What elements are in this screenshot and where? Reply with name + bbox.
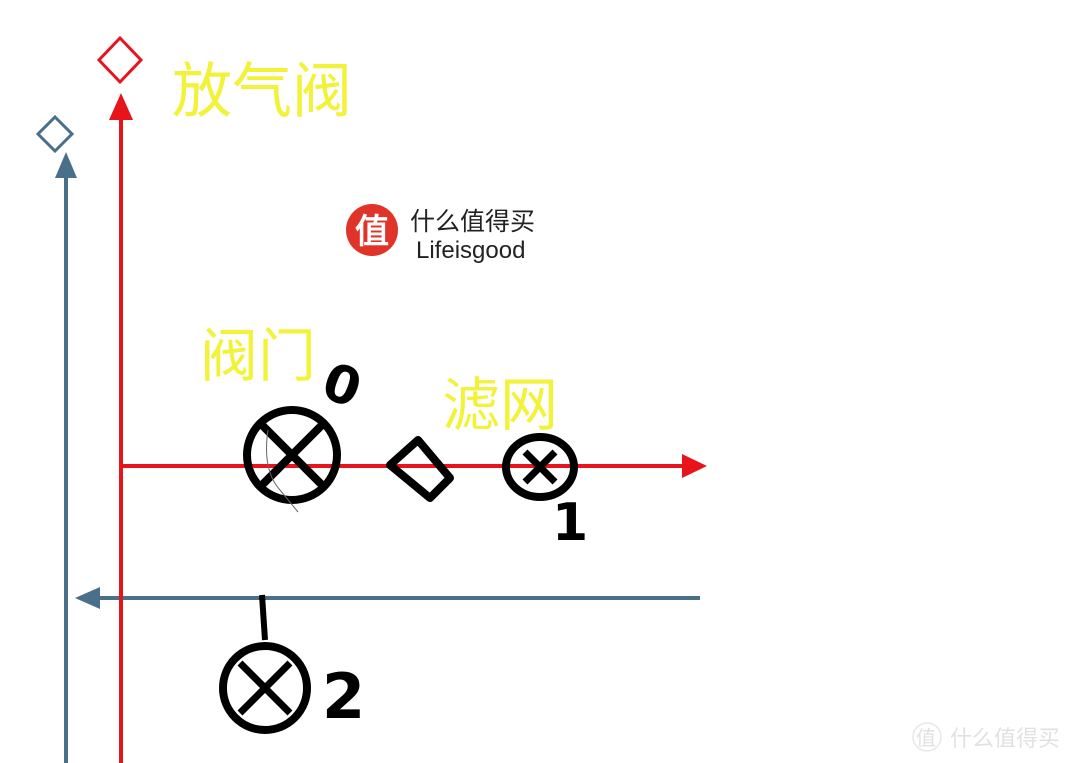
vent-valve-label: 放气阀 — [172, 57, 352, 127]
blue-diamond-icon — [35, 114, 75, 154]
red-right-arrow-icon — [682, 454, 707, 478]
valve-2-symbol[interactable] — [219, 594, 311, 734]
logo-slogan: Lifeisgood — [416, 237, 525, 264]
logo-name: 什么值得买 — [410, 207, 535, 236]
blue-up-arrow-icon — [55, 152, 77, 178]
red-diamond-icon — [96, 35, 144, 85]
red-up-arrow-icon — [109, 93, 133, 120]
logo-glyph: 值 — [355, 212, 389, 252]
valve-0-number: 0 — [314, 352, 369, 421]
filter-symbol[interactable] — [386, 436, 454, 502]
filter-label: 滤网 — [442, 371, 558, 439]
valve-1-number: 1 — [552, 493, 588, 553]
watermark-text: 什么值得买 — [950, 727, 1060, 752]
valve-2-number: 2 — [322, 660, 365, 733]
watermark: 值 什么值得买 — [912, 722, 1060, 752]
valve-0-symbol[interactable] — [243, 406, 341, 513]
valve-1-symbol[interactable] — [502, 433, 578, 501]
blue-left-arrow-icon — [75, 587, 100, 609]
watermark-glyph: 值 — [916, 726, 936, 750]
logo: 值 什么值得买 Lifeisgood — [346, 204, 535, 264]
valve-label: 阀门 — [200, 322, 316, 390]
